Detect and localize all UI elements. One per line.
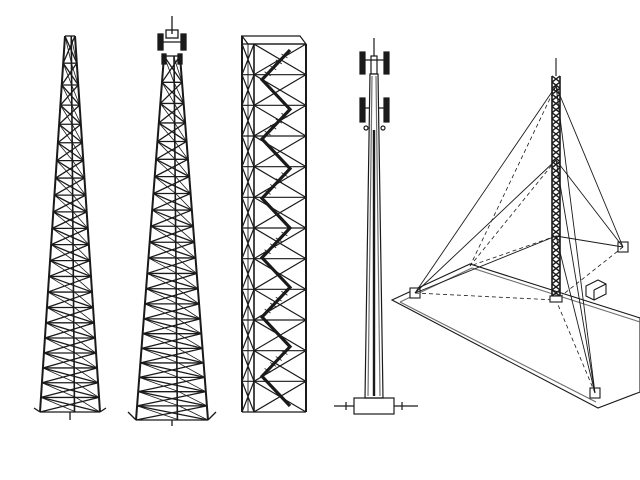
guyed-mast [390, 58, 640, 409]
equipment-shelter-icon [585, 279, 607, 301]
square-base-slab [390, 263, 640, 409]
guyed-mast-lattice [549, 75, 563, 303]
monopole-tower [334, 38, 418, 415]
lattice-tower-1 [33, 35, 107, 420]
guy-wires [414, 85, 624, 394]
monopole-foundation [334, 397, 418, 415]
lattice-tower-2-with-antennas [127, 16, 217, 426]
stair-tower [240, 35, 308, 413]
stair-flights [259, 48, 293, 408]
